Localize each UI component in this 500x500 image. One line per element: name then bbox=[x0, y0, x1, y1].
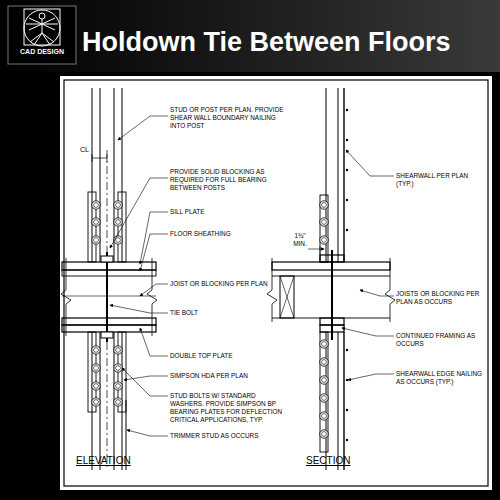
callout-note: STUD OR POST PER PLAN. PROVIDE SHEAR WAL… bbox=[170, 106, 286, 130]
callout-note: SILL PLATE bbox=[170, 208, 280, 216]
logo-text: CAD DESIGN bbox=[8, 48, 76, 57]
callout-note: DOUBLE TOP PLATE bbox=[170, 352, 280, 360]
dimension: 1¾" MIN. bbox=[288, 232, 312, 248]
callout-note: SHEARWALL EDGE NAILING AS OCCURS (TYP.) bbox=[396, 370, 484, 386]
callout-note: TRIMMER STUD AS OCCURS bbox=[170, 432, 270, 440]
page-title: Holdown Tie Between Floors bbox=[82, 26, 451, 58]
centerline-mark: CL bbox=[80, 146, 92, 155]
callout-note: JOIST OR BLOCKING PER PLAN bbox=[170, 280, 270, 288]
callout-note: PROVIDE SOLID BLOCKING AS REQUIRED FOR F… bbox=[170, 168, 286, 192]
callout-note: FLOOR SHEATHING bbox=[170, 230, 280, 238]
view-title: SECTION bbox=[306, 455, 386, 468]
callout-note: SIMPSON HDA PER PLAN bbox=[170, 372, 280, 380]
callout-note: STUD BOLTS W/ STANDARD WASHERS. PROVIDE … bbox=[170, 392, 286, 424]
callout-note: TIE BOLT bbox=[170, 309, 270, 317]
callout-note: CONTINUED FRAMING AS OCCURS bbox=[396, 332, 484, 348]
view-title: ELEVATION bbox=[76, 455, 156, 468]
callout-note: JOISTS OR BLOCKING PER PLAN AS OCCURS bbox=[396, 290, 484, 306]
callout-note: SHEARWALL PER PLAN (TYP.) bbox=[396, 172, 484, 188]
